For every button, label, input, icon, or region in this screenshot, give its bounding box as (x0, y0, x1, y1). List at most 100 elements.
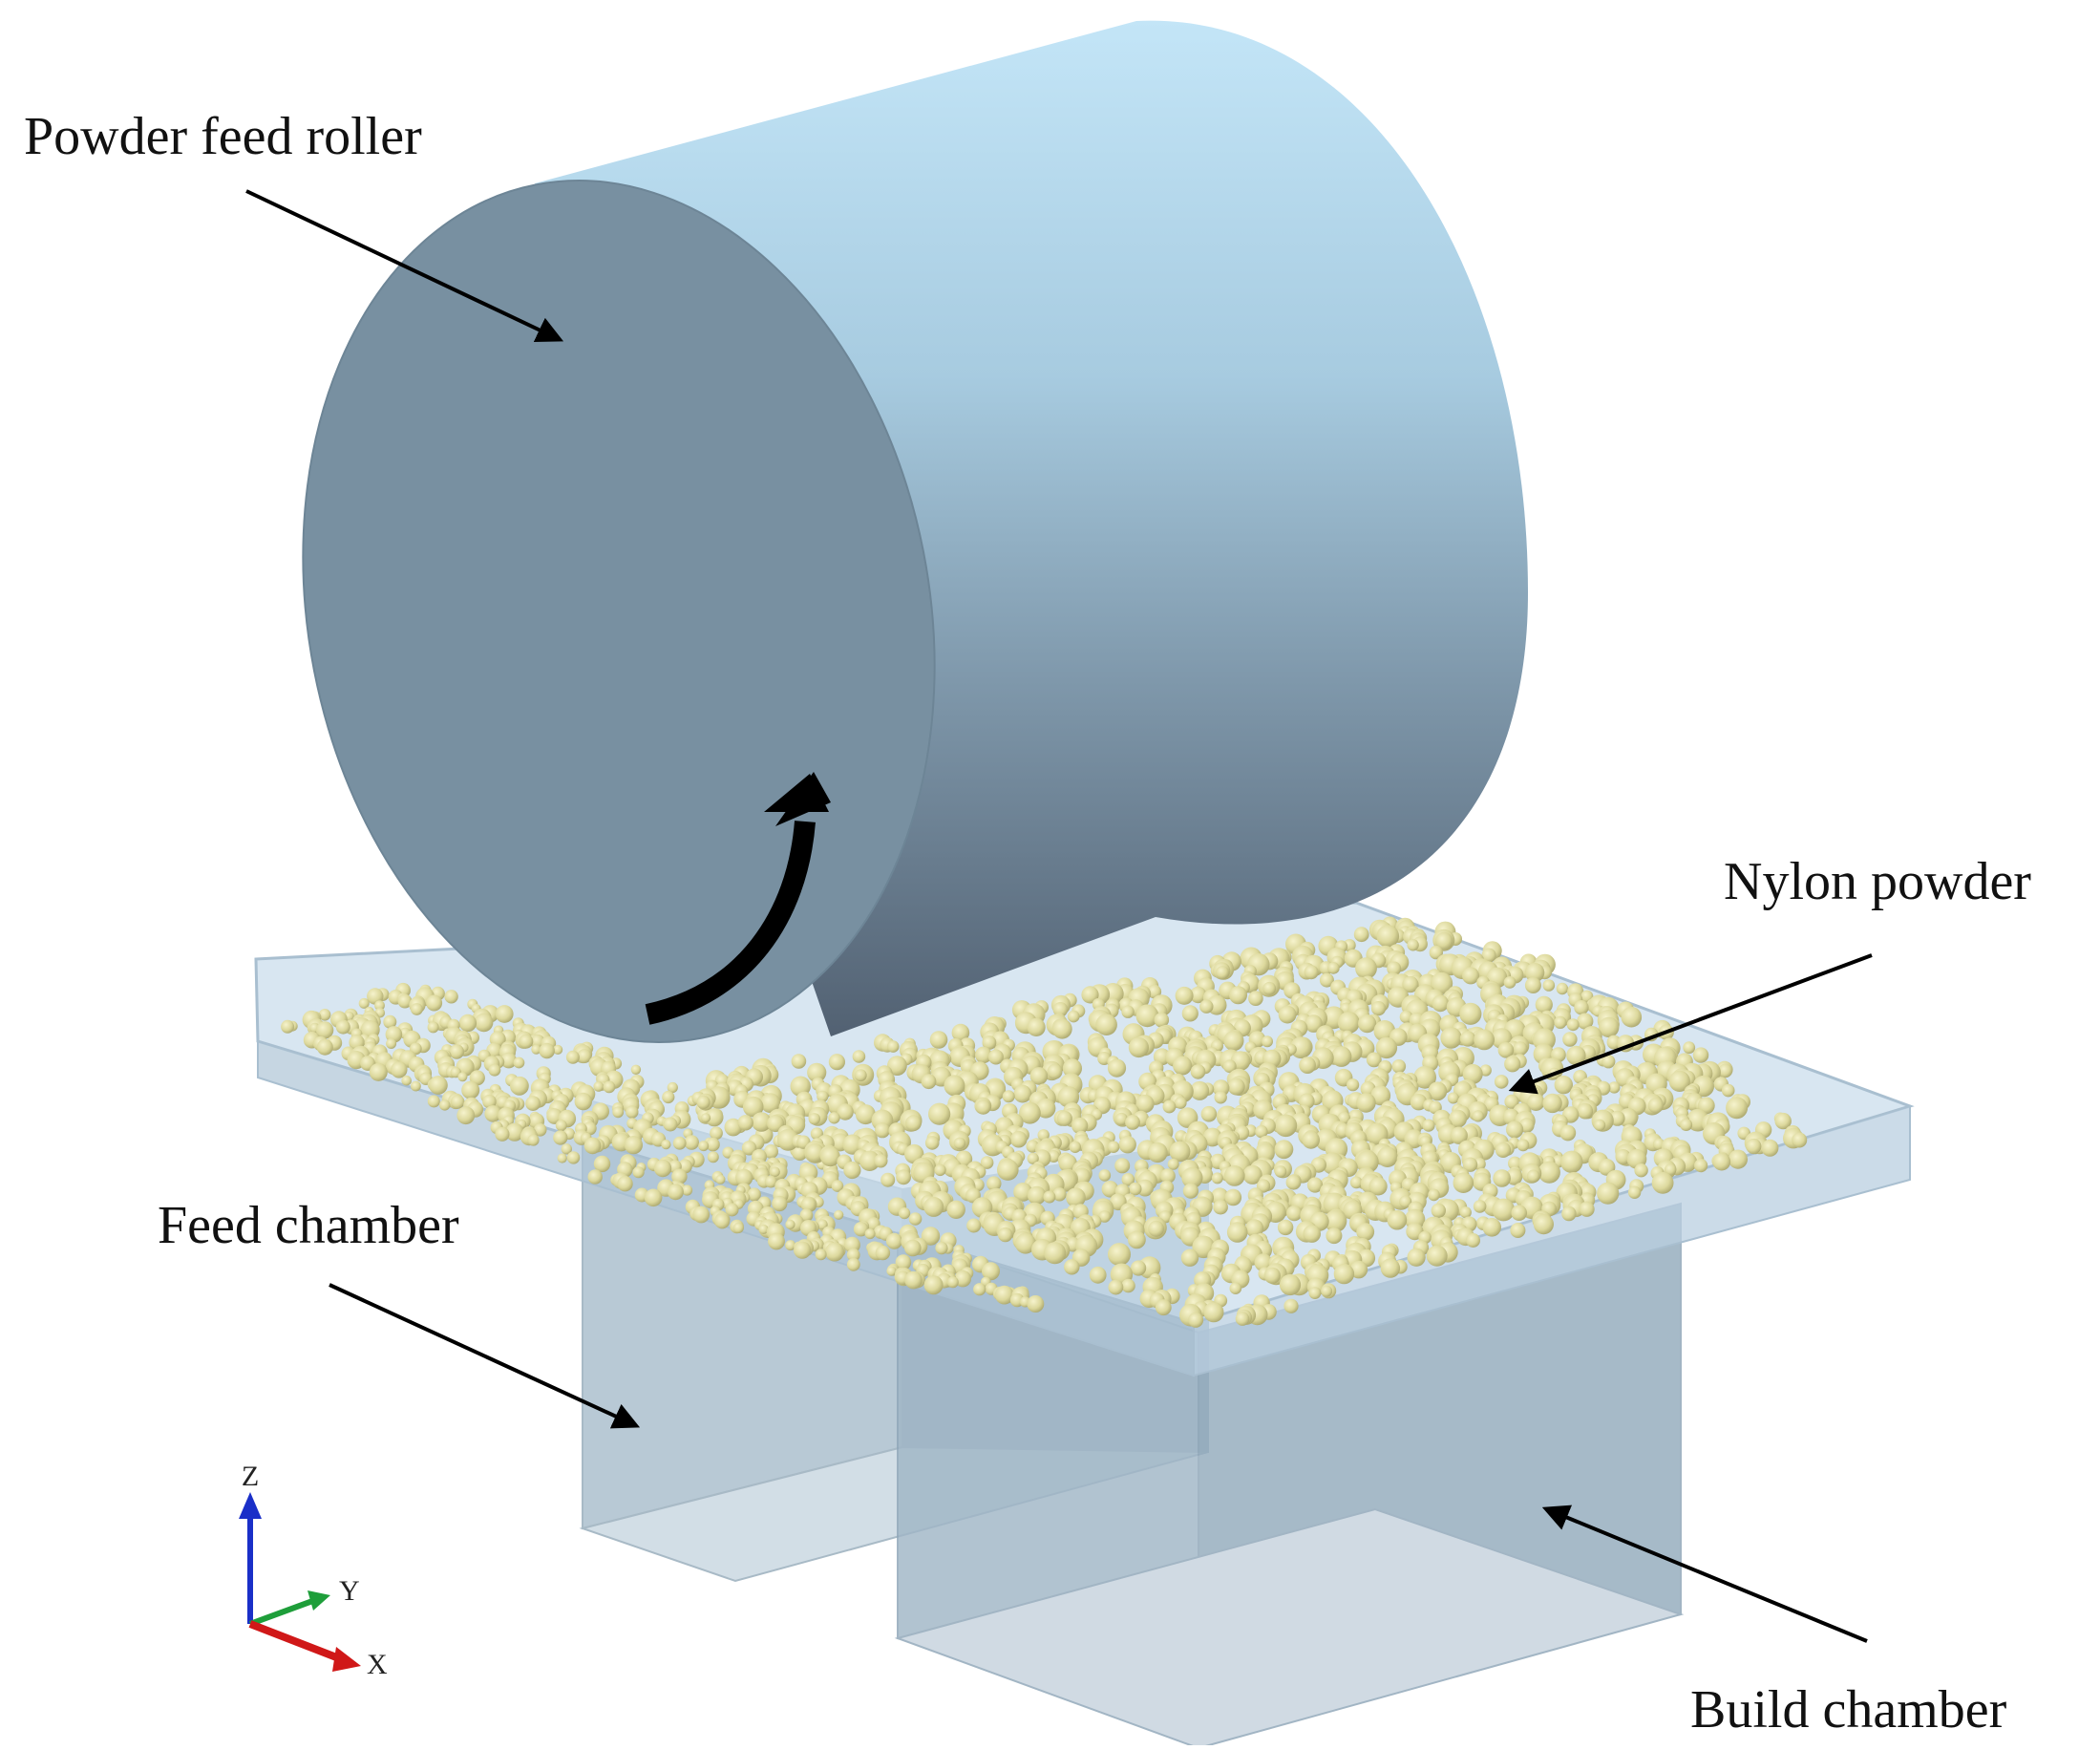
powder-particle (904, 1270, 923, 1290)
powder-particle (1495, 1142, 1512, 1158)
powder-particle (834, 1209, 844, 1220)
powder-particle (397, 993, 413, 1009)
powder-particle (1067, 1010, 1080, 1023)
powder-particle (1227, 1078, 1245, 1096)
powder-particle (923, 1196, 944, 1217)
powder-particle (1462, 967, 1479, 985)
x-axis-head (332, 1647, 361, 1672)
z-axis-head (239, 1492, 262, 1519)
powder-particle (715, 1174, 726, 1184)
powder-particle (644, 1188, 663, 1207)
powder-particle (1506, 1120, 1524, 1139)
powder-particle (1027, 1152, 1039, 1164)
powder-particle (583, 1137, 602, 1155)
powder-particle (1278, 1005, 1297, 1024)
powder-particle (794, 1241, 812, 1259)
powder-particle (1462, 1157, 1478, 1172)
powder-particle (505, 1122, 524, 1142)
powder-particle (1095, 1014, 1117, 1035)
powder-particle (1108, 1243, 1131, 1267)
powder-particle (1262, 1035, 1273, 1048)
powder-particle (1189, 986, 1207, 1004)
powder-particle (896, 1169, 911, 1185)
powder-particle (617, 1176, 633, 1192)
powder-particle (1135, 1004, 1159, 1028)
powder-particle (1407, 1248, 1426, 1267)
powder-particle (1242, 1164, 1262, 1184)
powder-particle (732, 1222, 744, 1233)
powder-particle (886, 1040, 900, 1053)
powder-particle (886, 1266, 897, 1276)
powder-particle (791, 1054, 807, 1069)
x-axis-label: X (367, 1649, 388, 1680)
powder-particle (1413, 1065, 1436, 1089)
powder-particle (706, 1137, 720, 1152)
powder-particle (859, 1150, 880, 1172)
powder-particle (1064, 1259, 1080, 1275)
powder-particle (1472, 1110, 1484, 1122)
powder-particle (1107, 1058, 1127, 1078)
powder-particle (1223, 1165, 1245, 1186)
powder-particle (1511, 1205, 1527, 1221)
powder-particle (1761, 1139, 1779, 1157)
powder-particle (828, 1054, 846, 1071)
powder-particle (593, 1155, 611, 1173)
powder-particle (710, 1126, 723, 1141)
build-chamber (894, 1202, 1685, 1750)
powder-particle (1169, 1141, 1191, 1163)
powder-particle (1324, 1209, 1347, 1233)
powder-particle (725, 1203, 739, 1217)
roller-end-face (302, 180, 936, 1043)
powder-particle (1554, 1076, 1574, 1095)
powder-particle (1181, 1005, 1198, 1022)
powder-particle (1027, 1185, 1047, 1206)
powder-particle (1321, 1285, 1333, 1297)
powder-particle (500, 1052, 517, 1069)
powder-particle (1131, 1260, 1147, 1276)
powder-particle (805, 1143, 825, 1163)
powder-particle (828, 1112, 840, 1124)
powder-particle (1422, 1119, 1435, 1132)
powder-particle (1052, 1002, 1069, 1017)
powder-particle (854, 1069, 867, 1082)
leader-arrows (245, 189, 1873, 1643)
y-axis (248, 1597, 317, 1627)
powder-particle (1181, 1166, 1203, 1189)
powder-particle (1615, 1149, 1631, 1165)
powder-particle (1056, 1110, 1072, 1126)
powder-particle (1554, 1015, 1567, 1029)
powder-particle (1224, 1188, 1242, 1206)
powder-particle (1634, 1163, 1648, 1178)
powder-particle (1347, 1078, 1360, 1092)
powder-particle (1774, 1112, 1792, 1130)
powder-particle (966, 1218, 982, 1233)
powder-particle (574, 1092, 592, 1111)
powder-particle (1577, 1013, 1594, 1030)
powder-particle (1319, 972, 1334, 988)
powder-particle (1577, 1102, 1594, 1120)
powder-particle (1326, 1227, 1343, 1245)
powder-particle (1358, 1014, 1377, 1034)
powder-particle (482, 1094, 497, 1109)
powder-particle (1718, 1063, 1732, 1078)
powder-particle (1560, 1150, 1583, 1174)
powder-particle (1027, 1017, 1046, 1036)
powder-particle (1366, 1052, 1382, 1068)
powder-particle (587, 1169, 603, 1184)
powder-particle (785, 1219, 795, 1229)
powder-particle (1459, 1031, 1476, 1047)
powder-particle (626, 1105, 639, 1119)
powder-particle (758, 1224, 769, 1234)
powder-particle (1337, 1012, 1360, 1034)
powder-particle (456, 1106, 476, 1125)
powder-particle (1399, 1195, 1412, 1208)
powder-particle (1098, 1169, 1112, 1182)
build-chamber-leader-arrow (1541, 1505, 1868, 1643)
powder-particle (1121, 1005, 1135, 1018)
powder-particle (1497, 1042, 1515, 1058)
powder-particle (1680, 1119, 1693, 1131)
powder-particle (1180, 1248, 1199, 1267)
powder-particle (1044, 1242, 1067, 1265)
powder-particle (742, 1096, 764, 1118)
powder-particle (1098, 1210, 1111, 1223)
